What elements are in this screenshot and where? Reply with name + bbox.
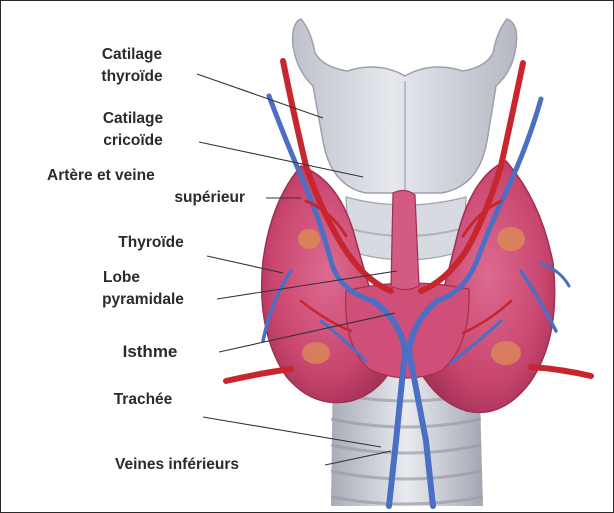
label-inferior-veins: Veines inférieurs	[79, 454, 275, 476]
label-superior-vessels: Artère et veine supérieur	[47, 165, 257, 209]
label-cartilage-thyroid-line1: Catilage	[80, 44, 184, 66]
label-cartilage-thyroid: Catilage thyroïde	[80, 44, 184, 88]
thyroid-gland-shape	[262, 161, 555, 412]
label-cartilage-thyroid-line2: thyroïde	[80, 66, 184, 88]
label-pyramidal-lobe-line1: Lobe	[75, 267, 211, 289]
label-cartilage-cricoid: Catilage cricoïde	[81, 108, 185, 152]
label-pyramidal-lobe: Lobe pyramidale	[75, 267, 211, 311]
label-pyramidal-lobe-line2: pyramidale	[75, 289, 211, 311]
label-superior-vessels-line1: Artère et veine	[47, 165, 257, 187]
label-superior-vessels-line2: supérieur	[47, 187, 257, 209]
label-cartilage-cricoid-line1: Catilage	[81, 108, 185, 130]
label-cartilage-cricoid-line2: cricoïde	[81, 130, 185, 152]
label-trachea: Trachée	[93, 389, 193, 411]
label-isthmus: Isthme	[105, 341, 195, 363]
label-thyroid: Thyroïde	[96, 232, 206, 254]
